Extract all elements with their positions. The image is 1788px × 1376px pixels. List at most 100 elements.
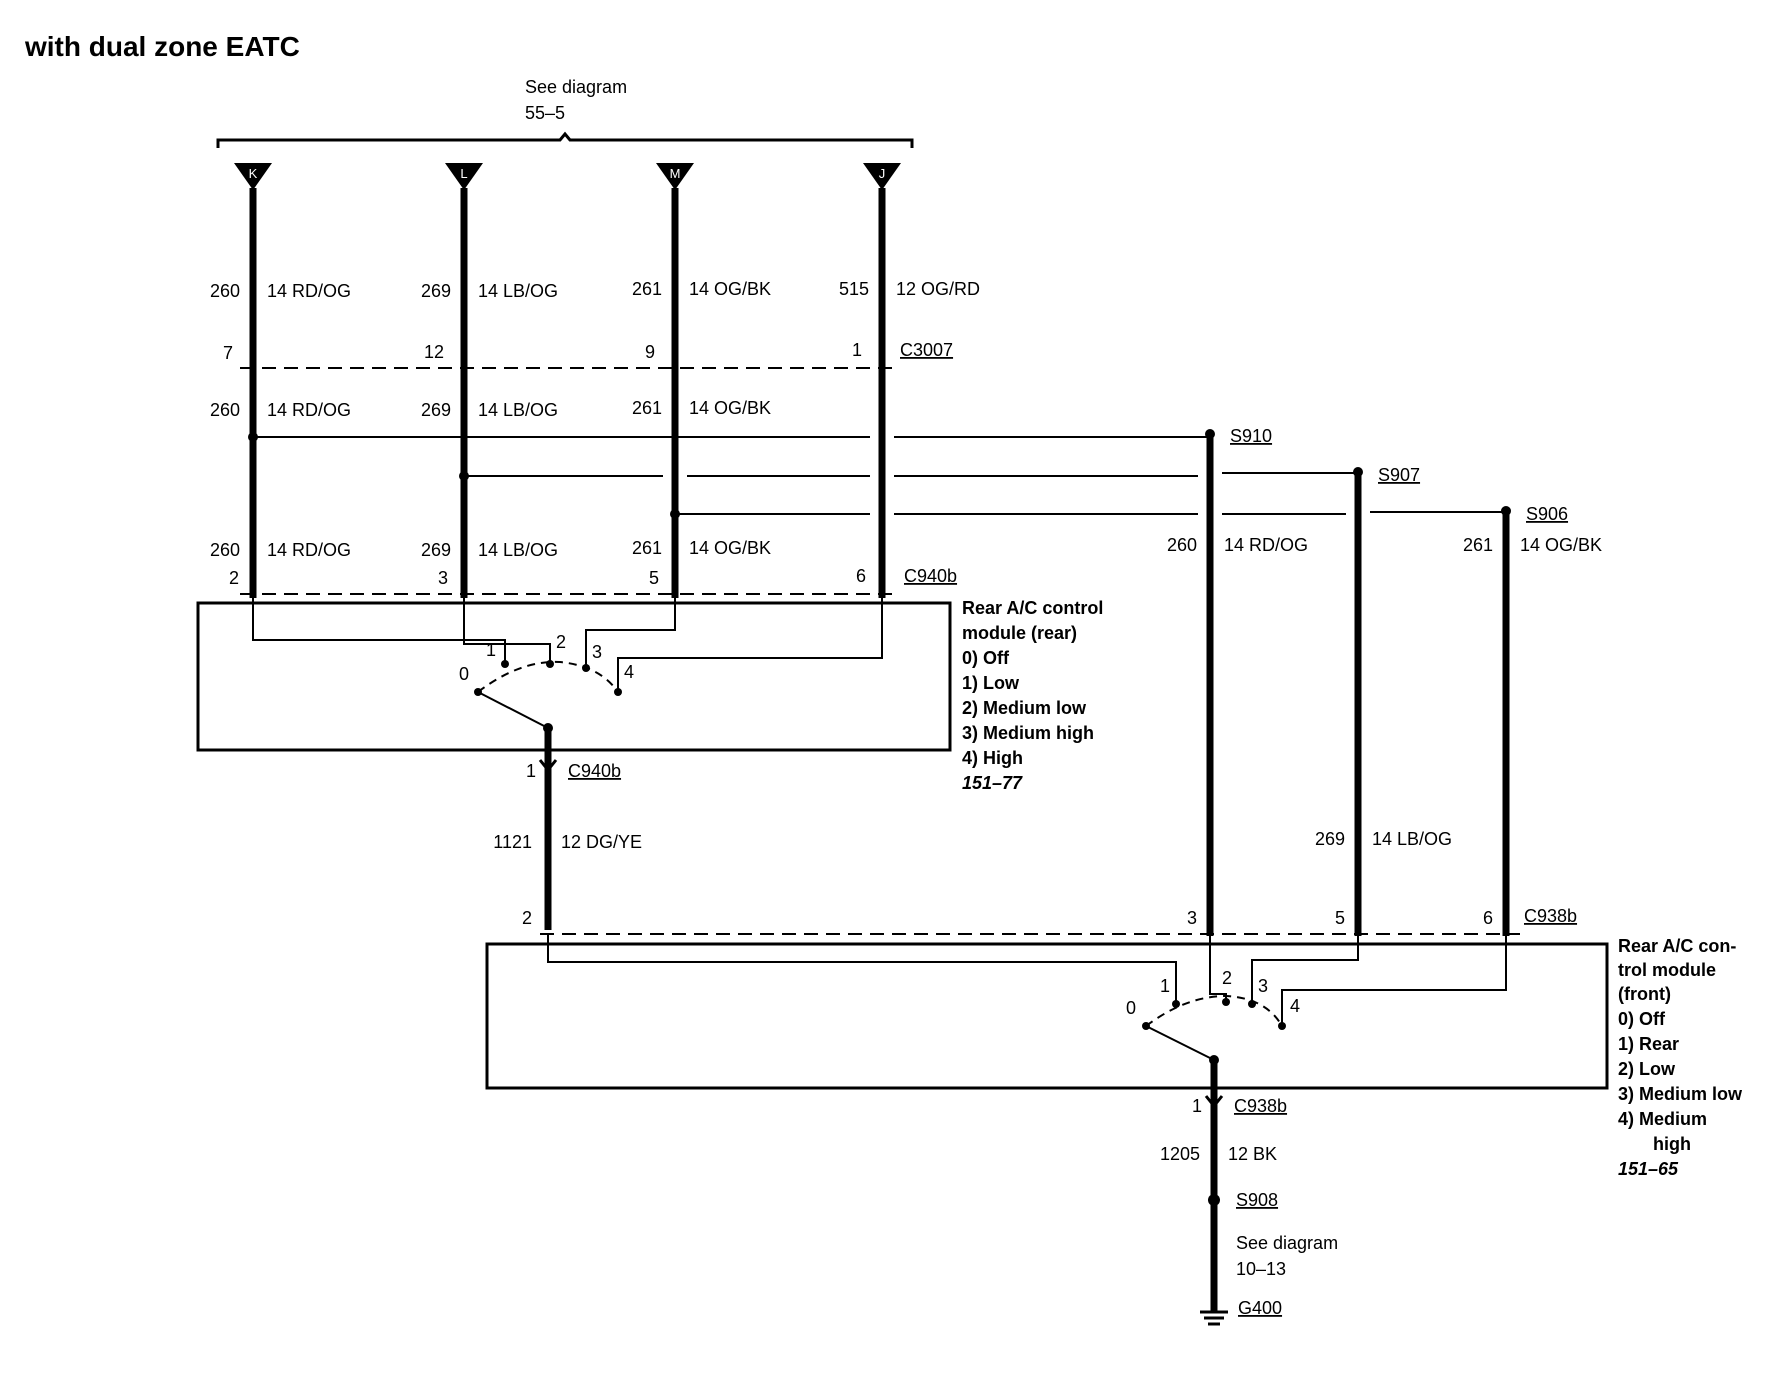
front-module-internal-wiring: [547, 934, 1507, 1312]
mid-circuit-260: 260: [210, 400, 240, 420]
mid-color-261: 14 OG/BK: [689, 398, 771, 418]
pin-K: K: [234, 163, 272, 190]
rear-module-pos-1: 1) Low: [962, 673, 1020, 693]
s908-dot: [1208, 1194, 1220, 1206]
front-module-pos-0: 0) Off: [1618, 1009, 1666, 1029]
cross-wire-261: [670, 506, 1511, 519]
top-ref-bracket: [216, 131, 914, 148]
front-switch-label-2: 2: [1222, 968, 1232, 988]
rear-module-ref: 151–77: [962, 773, 1023, 793]
c940b-top-pin-5: 5: [649, 568, 659, 588]
front-module-title-2: trol module: [1618, 960, 1716, 980]
upper-circuit-260: 260: [210, 281, 240, 301]
rear-module-pos-3: 3) Medium high: [962, 723, 1094, 743]
rear-switch-label-0: 0: [459, 664, 469, 684]
c940b-top-label: C940b: [904, 566, 957, 586]
rear-module-pos-0: 0) Off: [962, 648, 1010, 668]
rear-switch-label-2: 2: [556, 632, 566, 652]
right-circuit-260: 260: [1167, 535, 1197, 555]
front-module-title-1: Rear A/C con-: [1618, 936, 1736, 956]
rear-module-title-2: module (rear): [962, 623, 1077, 643]
front-module-pos-1: 1) Rear: [1618, 1034, 1679, 1054]
c3007-pin-7: 7: [223, 343, 233, 363]
front-module-pos-3: 3) Medium low: [1618, 1084, 1743, 1104]
s908-label: S908: [1236, 1190, 1278, 1210]
c938b-top-pin-6: 6: [1483, 908, 1493, 928]
front-switch-label-4: 4: [1290, 996, 1300, 1016]
c938b-top-label: C938b: [1524, 906, 1577, 926]
c938b-bottom-label: C938b: [1234, 1096, 1287, 1116]
front-module-box: [485, 942, 1609, 1090]
rear-module-pos-2: 2) Medium low: [962, 698, 1087, 718]
svg-text:K: K: [249, 166, 258, 181]
mid-circuit-269: 269: [421, 400, 451, 420]
lower-color-261: 14 OG/BK: [689, 538, 771, 558]
ground-wire-circuit: 1205: [1160, 1144, 1200, 1164]
pin-L: L: [445, 163, 483, 190]
upper-circuit-269: 269: [421, 281, 451, 301]
upper-color-261: 14 OG/BK: [689, 279, 771, 299]
front-module-ref: 151–65: [1618, 1159, 1679, 1179]
c940b-bottom-arrow: [538, 759, 558, 773]
right-color-269: 14 LB/OG: [1372, 829, 1452, 849]
cross-wire-260: [248, 429, 1215, 442]
front-module-title-3: (front): [1618, 984, 1671, 1004]
rear-switch-label-3: 3: [592, 642, 602, 662]
right-color-260: 14 RD/OG: [1224, 535, 1308, 555]
c940b-top-pin-6: 6: [856, 566, 866, 586]
svg-text:M: M: [670, 166, 681, 181]
top-ref-line2: 55–5: [525, 103, 565, 123]
front-module-pos-2: 2) Low: [1618, 1059, 1676, 1079]
lower-circuit-260: 260: [210, 540, 240, 560]
upper-circuit-261: 261: [632, 279, 662, 299]
lower-circuit-269: 269: [421, 540, 451, 560]
cross-wire-269: [459, 467, 1363, 481]
mid-color-260: 14 RD/OG: [267, 400, 351, 420]
ground-icon: [1200, 1310, 1228, 1326]
c3007-pin-1: 1: [852, 340, 862, 360]
c3007-pin-12: 12: [424, 342, 444, 362]
front-module-pos-4b: high: [1653, 1134, 1691, 1154]
mid-link-color: 12 DG/YE: [561, 832, 642, 852]
upper-color-260: 14 RD/OG: [267, 281, 351, 301]
svg-text:J: J: [879, 166, 886, 181]
c940b-bottom-label: C940b: [568, 761, 621, 781]
c938b-top-pin-3: 3: [1187, 908, 1197, 928]
rear-module-pos-4: 4) High: [962, 748, 1023, 768]
right-circuit-269: 269: [1315, 829, 1345, 849]
c940b-top-pin-3: 3: [438, 568, 448, 588]
ground-ref-line2: 10–13: [1236, 1259, 1286, 1279]
rear-module-internal-wiring: [252, 598, 883, 930]
c3007-pin-9: 9: [645, 342, 655, 362]
rear-module-box: [196, 601, 952, 752]
c940b-top-pin-2: 2: [229, 568, 239, 588]
front-module-pos-4: 4) Medium: [1618, 1109, 1707, 1129]
c938b-top-pin-2: 2: [522, 908, 532, 928]
ground-wire-color: 12 BK: [1228, 1144, 1277, 1164]
c940b-bottom-pin: 1: [526, 761, 536, 781]
ground-label: G400: [1238, 1298, 1282, 1318]
front-switch-label-0: 0: [1126, 998, 1136, 1018]
lower-color-269: 14 LB/OG: [478, 540, 558, 560]
mid-color-269: 14 LB/OG: [478, 400, 558, 420]
rear-module-title-1: Rear A/C control: [962, 598, 1103, 618]
c938b-bottom-pin: 1: [1192, 1096, 1202, 1116]
c938b-bottom-arrow: [1204, 1095, 1224, 1109]
ground-ref-line1: See diagram: [1236, 1233, 1338, 1253]
svg-text:L: L: [460, 166, 467, 181]
pin-J: J: [863, 163, 901, 190]
front-switch-label-1: 1: [1160, 976, 1170, 996]
diagram-title: with dual zone EATC: [24, 31, 300, 62]
upper-circuit-515: 515: [839, 279, 869, 299]
rear-switch-label-4: 4: [624, 662, 634, 682]
c3007-label: C3007: [900, 340, 953, 360]
front-switch-label-3: 3: [1258, 976, 1268, 996]
pin-M: M: [656, 163, 694, 190]
right-color-261: 14 OG/BK: [1520, 535, 1602, 555]
mid-link-circuit: 1121: [493, 832, 532, 852]
rear-switch-label-1: 1: [486, 640, 496, 660]
lower-color-260: 14 RD/OG: [267, 540, 351, 560]
lower-circuit-261: 261: [632, 538, 662, 558]
splice-s907: S907: [1378, 465, 1420, 485]
